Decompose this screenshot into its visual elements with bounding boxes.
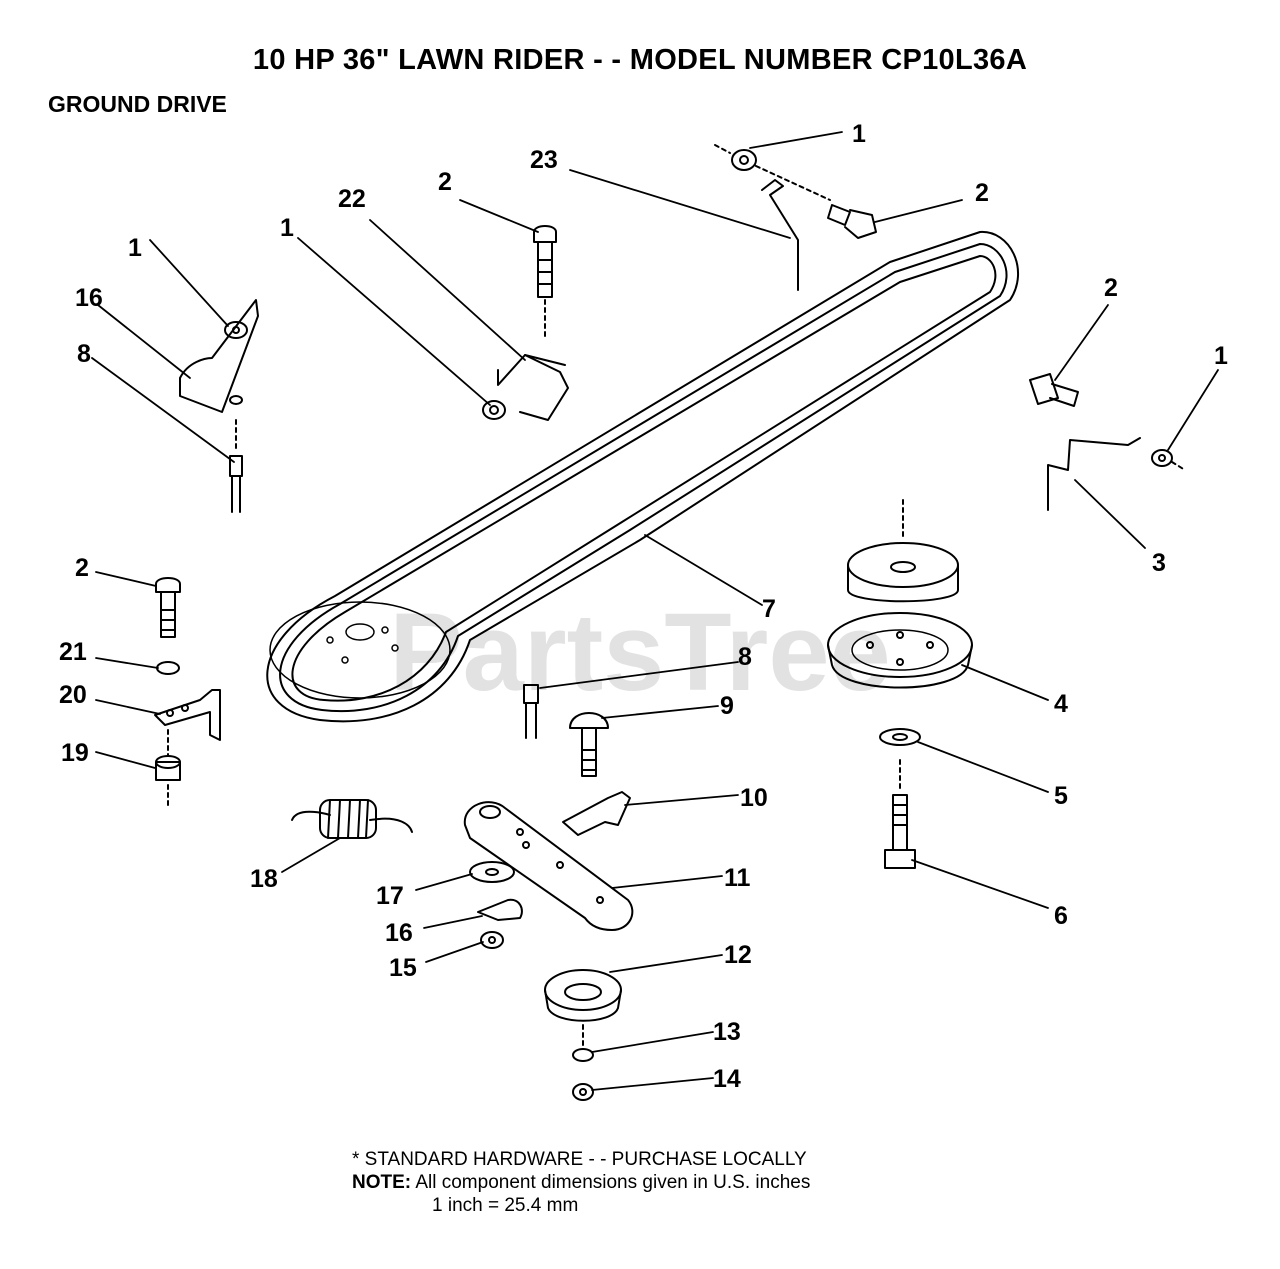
idler-pulley-12 [544,969,622,1022]
callout-2-upper: 2 [438,168,452,196]
rod-23 [761,179,799,291]
diagram-title: 10 HP 36" LAWN RIDER - - MODEL NUMBER CP… [252,44,1028,76]
transmission-pulley [827,499,973,689]
callout-15: 15 [389,954,417,982]
nut-19 [155,755,181,781]
bolt-8-center [523,684,539,739]
engine-pulley [269,601,451,699]
bolt-2-top [827,204,877,239]
bracket-10 [562,791,631,836]
callout-2-right: 2 [1104,274,1118,302]
callout-23: 23 [530,146,558,174]
note-label: NOTE: [352,1172,412,1193]
clip-16 [477,898,523,921]
callout-labels: 1 2 23 2 1 22 2 1 16 8 2 1 3 7 2 21 20 1… [59,120,1228,1093]
callout-4: 4 [1054,690,1068,718]
callout-11: 11 [724,864,751,892]
bracket-20 [154,689,221,741]
idler-arm-11 [463,801,634,931]
bolt-6 [884,794,916,869]
spring-18 [291,799,413,839]
washer-21 [156,661,180,675]
callout-22: 22 [338,185,366,213]
nut-1-mid [482,400,506,420]
nut-1-right [1151,449,1173,467]
spacer-17 [469,861,515,883]
nut-1-top [731,149,757,171]
washer-5 [879,728,921,746]
callout-19: 19 [61,739,89,767]
plate-16 [179,299,259,413]
callout-8-left: 8 [77,340,91,368]
dimensions-text: All component dimensions given in U.S. i… [415,1172,811,1193]
bolt-9 [569,712,609,777]
callout-1-left: 1 [128,234,142,262]
watermark-text: PartsTree [389,591,890,714]
callout-13: 13 [713,1018,741,1046]
callout-1-mid: 1 [280,214,294,242]
callout-1-top: 1 [852,120,866,148]
callout-5: 5 [1054,782,1068,810]
callout-21: 21 [59,638,87,666]
bolt-2-upper [533,225,557,298]
nut-15 [480,931,504,949]
bolt-2-right [1029,373,1079,407]
callout-7: 7 [762,595,776,623]
bracket-22 [497,354,569,421]
rod-3 [1047,437,1141,511]
callout-2-left: 2 [75,554,89,582]
callout-18: 18 [250,865,278,893]
callout-16-bottom: 16 [385,919,413,947]
bolt-8-left [229,455,243,513]
callout-12: 12 [724,941,752,969]
dimensions-note: NOTE: All component dimensions given in … [352,1171,810,1194]
section-title: GROUND DRIVE [48,91,227,117]
callout-9: 9 [720,692,734,720]
washer-13 [572,1048,594,1062]
callout-8-center: 8 [738,643,752,671]
callout-3: 3 [1152,549,1166,577]
callout-6: 6 [1054,902,1068,930]
standard-hardware-note: * STANDARD HARDWARE - - PURCHASE LOCALLY [352,1149,807,1170]
washer-5-hole [892,733,908,741]
drive-belt [266,230,1020,723]
callout-20: 20 [59,681,87,709]
callout-17: 17 [376,882,404,910]
footer-notes: * STANDARD HARDWARE - - PURCHASE LOCALLY… [352,1148,810,1217]
callout-10: 10 [740,784,768,812]
callout-16-top: 16 [75,284,103,312]
callout-2-top: 2 [975,179,989,207]
conversion-note: 1 inch = 25.4 mm [432,1195,579,1216]
nut-14 [572,1083,594,1101]
callout-1-right: 1 [1214,342,1228,370]
bolt-2-left [155,577,181,638]
callout-14: 14 [713,1065,741,1093]
